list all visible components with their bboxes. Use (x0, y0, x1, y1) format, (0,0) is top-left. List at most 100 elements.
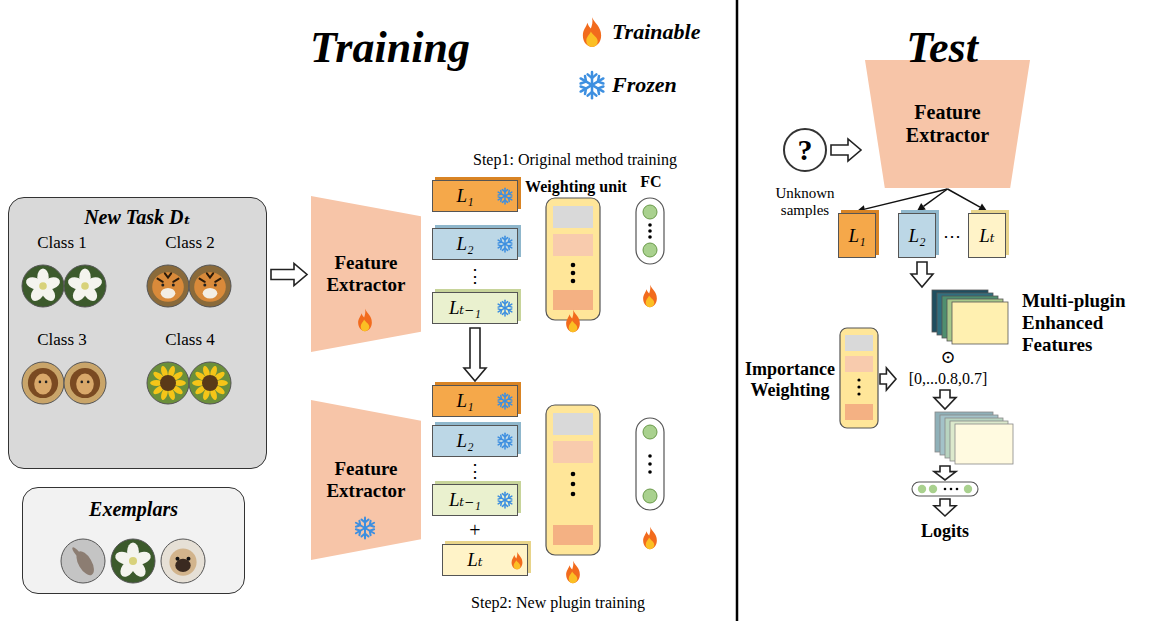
photo-lion-part (64, 362, 106, 404)
photo-lion-part (22, 362, 64, 404)
photo-lion (22, 362, 64, 404)
fc-layer-part (643, 205, 657, 219)
logits-layer-part (929, 485, 937, 493)
photo-pug-part (176, 557, 180, 561)
snow-symbol (497, 393, 513, 409)
fc-layer (636, 198, 664, 264)
node-text: New Task Dₜ (84, 206, 191, 229)
photo-tiger-part (214, 284, 217, 287)
flow-arrow (464, 328, 486, 381)
logits-layer-part (912, 482, 978, 496)
trainable-icon (643, 527, 657, 549)
photo-tiger-part (203, 284, 206, 287)
photo-sun-part (189, 362, 231, 404)
importance-weighting-unit-part (857, 392, 860, 395)
feature-arrow (857, 189, 948, 213)
photo-lion-part (81, 381, 84, 384)
frozen-icon (496, 392, 514, 410)
photo-tiger-part (172, 284, 175, 287)
photo-tiger-part (194, 272, 226, 301)
photo-tiger-part (161, 284, 164, 287)
weighting-unit (546, 405, 600, 555)
legend-text: Trainable (612, 19, 700, 44)
photo-flower-part (111, 539, 155, 583)
weighting-unit-part (553, 206, 593, 228)
photo-tiger (189, 265, 231, 307)
weighting-unit-part (571, 482, 576, 487)
plugin-box: L₁ (432, 180, 518, 212)
logits-layer-part (950, 488, 953, 491)
flow-arrow (271, 264, 307, 286)
photo-tiger-part (189, 265, 231, 307)
photo-tiger-part (203, 288, 218, 299)
feature-stack (932, 290, 1008, 344)
node-text: Lₜ (467, 549, 482, 571)
flow-arrow (880, 368, 896, 390)
flow-arrow (934, 390, 956, 409)
photo-flower-part (64, 265, 106, 307)
snow-symbol (497, 492, 513, 508)
arrow-head (857, 205, 866, 213)
photo-tiger-part (215, 279, 220, 282)
feature-arrow (948, 189, 988, 211)
photo-hand-part (61, 539, 105, 583)
plugin-box: Lₜ (442, 544, 528, 576)
photo-flower-part (39, 282, 47, 290)
legend-fire-icon (583, 17, 601, 47)
trapezoid-fill (311, 400, 421, 560)
annotation-label: Logits (921, 521, 969, 542)
photo-flower-part (111, 539, 155, 583)
photo-flower-part (22, 265, 64, 307)
weighting-unit-part (546, 405, 600, 555)
photo-tiger-part (189, 265, 231, 307)
snow-symbol (354, 518, 376, 539)
annotation-label: Class 1 (37, 233, 87, 253)
photo-tiger-part (147, 265, 189, 307)
fc-layer (636, 418, 664, 510)
plugin-box: Lₜ₋₁ (432, 292, 518, 324)
logits-layer-part (956, 488, 959, 491)
trainable-icon (566, 561, 580, 583)
weighting-unit-part (553, 290, 593, 310)
snow-symbol (497, 300, 513, 316)
arrow-head (978, 204, 987, 211)
photo-sun-part (147, 362, 189, 404)
photo-lion-part (22, 362, 64, 404)
photo-flower-part (22, 265, 64, 307)
photo-tiger-part (207, 273, 213, 277)
annotation-label: Weighting unit (525, 178, 627, 196)
feature-extractor: Feature Extractor (865, 60, 1030, 188)
photo-pug (161, 539, 205, 583)
fc-layer-part (643, 489, 657, 503)
flow-arrow (831, 139, 861, 161)
trainable-icon (566, 310, 580, 332)
photo-hand-part (71, 546, 84, 561)
photo-sun (189, 362, 231, 404)
fc-layer-part (648, 223, 652, 227)
arrow-head (917, 203, 926, 211)
photo-flower (22, 265, 64, 307)
frozen-icon (496, 299, 514, 317)
fc-layer-part (643, 425, 657, 439)
photo-hand (61, 539, 105, 583)
photo-flower-part (129, 557, 137, 565)
photo-tiger-part (152, 272, 184, 301)
frozen-icon (496, 491, 514, 509)
photo-sun-part (147, 362, 189, 404)
photo-lion-part (39, 381, 42, 384)
annotation-label: + (469, 519, 480, 542)
weighting-unit-part (546, 198, 600, 320)
annotation-label: Class 3 (37, 330, 87, 350)
plugin-box: L₂ (898, 213, 936, 258)
flow-arrow (934, 466, 956, 480)
importance-weighting-unit-part (857, 385, 860, 388)
annotation-label: ⋮ (466, 266, 484, 287)
feature-arrow (917, 189, 948, 211)
plugin-box: L₁ (432, 385, 518, 417)
plugin-box: L₂ (432, 228, 518, 260)
fc-layer-part (648, 229, 652, 233)
plugin-box: Lₜ₋₁ (432, 484, 518, 516)
importance-weighting-unit-part (845, 404, 873, 420)
node-text: Feature Extractor (318, 252, 414, 296)
